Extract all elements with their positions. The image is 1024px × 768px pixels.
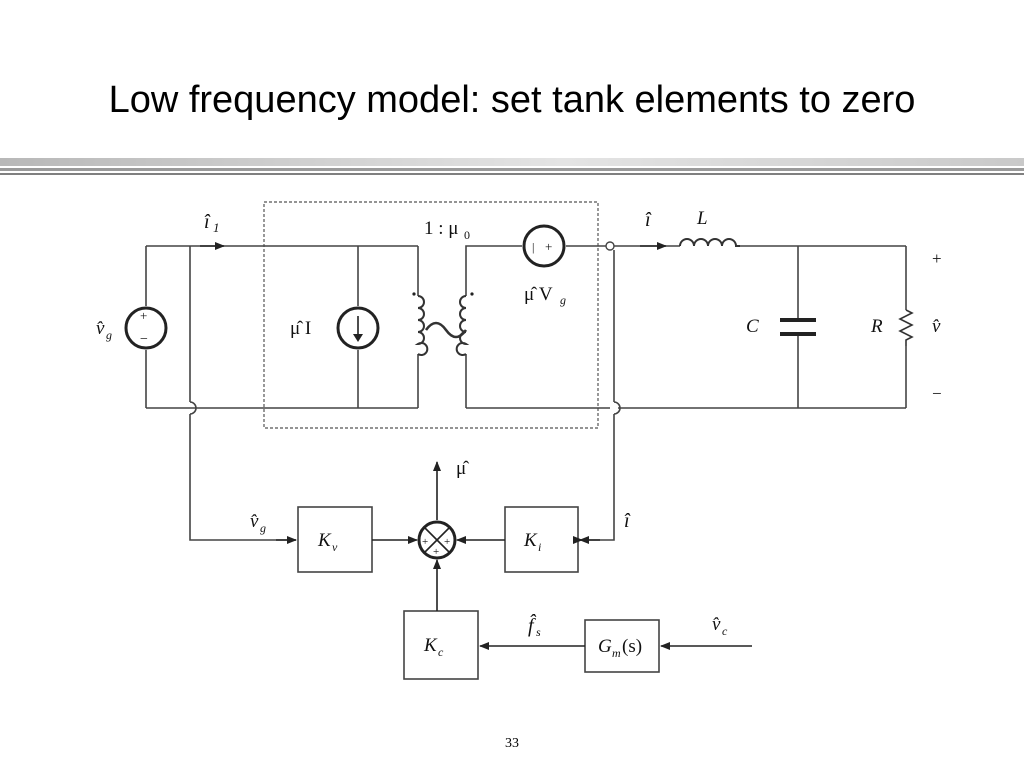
- label-v: v̂: [932, 316, 941, 337]
- label-ratio: 1 : μ: [424, 218, 458, 239]
- label-Kc-sub: c: [438, 645, 444, 659]
- label-vg-sub: g: [106, 328, 112, 342]
- label-C: C: [746, 316, 759, 337]
- svg-text:+: +: [433, 546, 439, 558]
- Gm-block: [584, 619, 660, 673]
- label-Kv-sub: v: [332, 540, 338, 554]
- label-muVg: μ̂ V: [524, 284, 553, 305]
- label-ctrl-vg-sub: g: [260, 521, 266, 535]
- label-Ki-sub: i: [538, 540, 541, 554]
- label-Gm: G: [598, 636, 612, 657]
- label-i1-sub: 1: [213, 220, 220, 235]
- label-vc: v̂: [712, 614, 721, 635]
- label-fs: f̂: [528, 613, 537, 637]
- label-vg: v̂: [96, 318, 105, 339]
- page-number: 33: [505, 736, 519, 751]
- capacitor-icon: [780, 318, 816, 336]
- label-Gm-sub: m: [612, 646, 621, 660]
- summing-junction: [417, 520, 457, 560]
- label-Ki: K: [523, 530, 538, 551]
- voltage-source-vg: [124, 306, 168, 350]
- Ki-block: [504, 506, 579, 573]
- label-Kc: K: [423, 635, 438, 656]
- svg-text:+: +: [545, 239, 552, 254]
- label-i1: î: [204, 211, 211, 233]
- svg-text:+: +: [422, 536, 428, 548]
- voltage-source-muVg: [522, 224, 566, 268]
- inductor-icon: [679, 238, 740, 247]
- label-minus: −: [932, 384, 942, 403]
- resistor-icon: [898, 309, 914, 346]
- svg-text:+: +: [140, 308, 147, 323]
- label-ratio-sub: 0: [464, 228, 470, 242]
- modulator-boundary: [263, 201, 599, 429]
- title-divider: [0, 158, 1024, 180]
- Kv-block: [297, 506, 373, 573]
- label-fs-sub: s: [536, 625, 541, 639]
- label-plus: +: [932, 249, 942, 268]
- svg-text:|: |: [532, 240, 534, 254]
- label-mu-vg-sub: g: [560, 293, 566, 307]
- label-ctrl-vg: v̂: [250, 511, 259, 532]
- Kc-block: [403, 610, 479, 680]
- svg-text:−: −: [140, 332, 148, 347]
- transformer-icon: [414, 295, 470, 356]
- label-i-top: î: [645, 209, 652, 231]
- label-Kv: K: [317, 530, 332, 551]
- slide-title: Low frequency model: set tank elements t…: [108, 79, 916, 121]
- label-Gm-arg: (s): [622, 636, 642, 657]
- svg-text:+: +: [444, 536, 450, 548]
- label-mu-hat: μ̂: [456, 458, 469, 479]
- label-L: L: [696, 208, 708, 229]
- label-muI: μ̂ I: [290, 318, 311, 339]
- label-R: R: [870, 316, 883, 337]
- label-ctrl-i: î: [624, 510, 631, 532]
- label-vc-sub: c: [722, 624, 728, 638]
